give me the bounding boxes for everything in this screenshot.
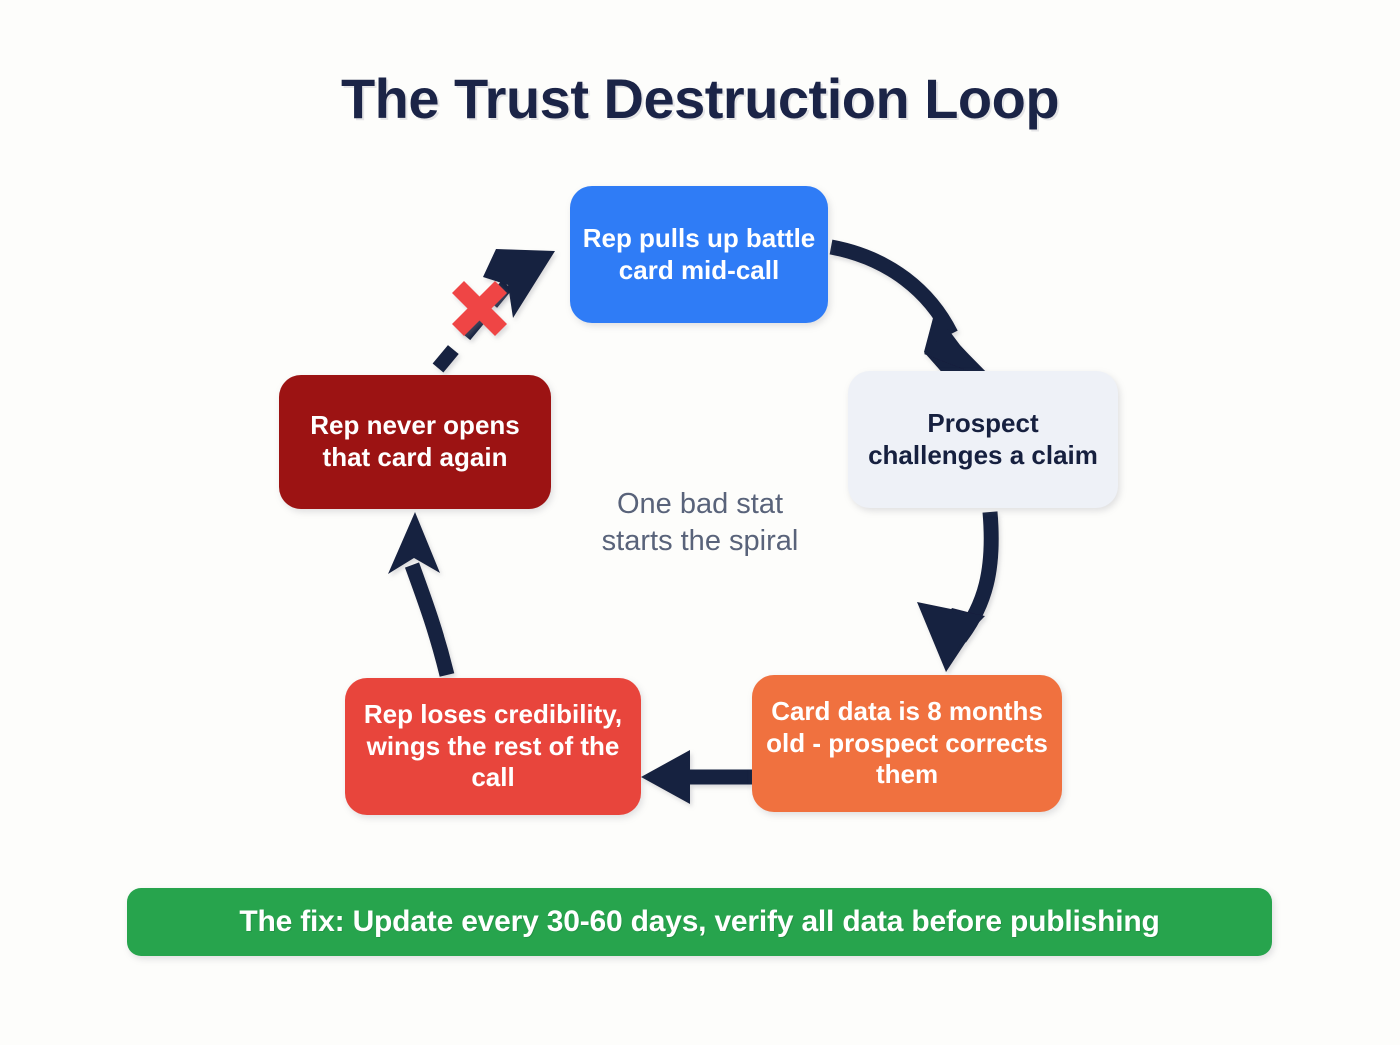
node-battle-card[interactable]: Rep pulls up battle card mid-call	[570, 186, 828, 323]
node-prospect-challenges-label: Prospect challenges a claim	[868, 407, 1098, 470]
arrow-rep-loses-to-never-opens	[388, 512, 455, 677]
node-battle-card-label: Rep pulls up battle card mid-call	[582, 222, 816, 285]
node-card-data-old[interactable]: Card data is 8 months old - prospect cor…	[752, 675, 1062, 812]
arrow-battle-card-to-prospect	[829, 239, 995, 381]
arrow-card-data-to-rep-loses	[641, 750, 752, 804]
center-caption-line-1: One bad stat	[616, 488, 784, 520]
page-title: The Trust Destruction Loop	[340, 67, 1060, 130]
center-caption-line-2: starts the spiral	[601, 525, 799, 558]
x-mark-icon	[451, 280, 508, 337]
arrow-never-opens-to-battle-card	[432, 249, 555, 373]
node-card-data-old-label: Card data is 8 months old - prospect cor…	[766, 695, 1048, 790]
node-rep-loses-credibility-label: Rep loses credibility, wings the rest of…	[363, 698, 623, 793]
fix-banner-label: The fix: Update every 30-60 days, verify…	[239, 905, 1160, 938]
center-caption: One bad stat starts the spiral	[540, 486, 860, 560]
arrow-prospect-to-card-data	[917, 511, 999, 672]
node-rep-loses-credibility[interactable]: Rep loses credibility, wings the rest of…	[345, 678, 641, 815]
node-never-opens-label: Rep never opens that card again	[310, 410, 520, 472]
fix-banner[interactable]: The fix: Update every 30-60 days, verify…	[127, 888, 1272, 956]
node-prospect-challenges[interactable]: Prospect challenges a claim	[848, 371, 1118, 508]
node-never-opens[interactable]: Rep never opens that card again	[279, 375, 551, 509]
